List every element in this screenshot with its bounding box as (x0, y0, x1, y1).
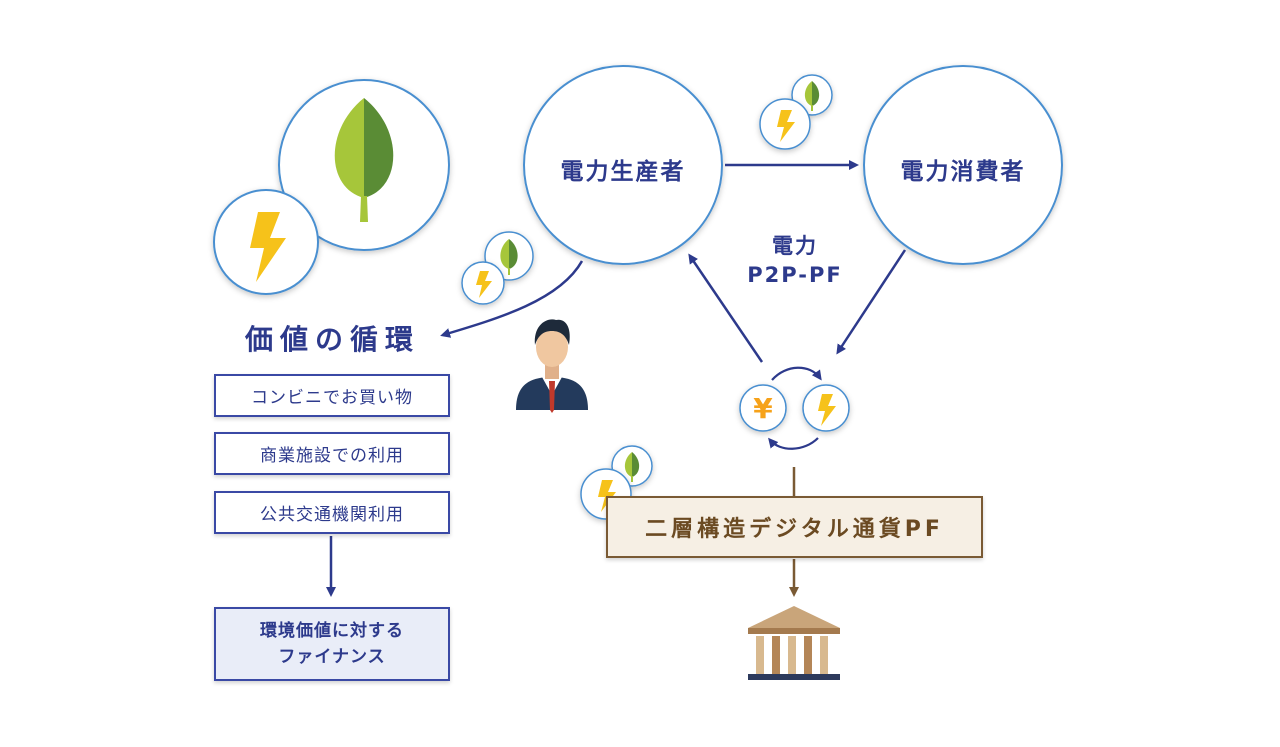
arrow-producer-to-value-cycle (440, 260, 584, 338)
exchange-cycle: ¥ (739, 366, 850, 450)
lightning-icon (818, 394, 836, 426)
yen-coin (739, 384, 787, 432)
small-bolt-badge-mid (461, 261, 505, 305)
platform-line2: P2P-PF (747, 263, 843, 287)
cycle-arrow-top (771, 366, 822, 381)
currency-pf-box: 二層構造デジタル通貨PF (606, 496, 983, 558)
leaf-icon (334, 98, 394, 222)
use-item-commercial: 商業施設での利用 (214, 432, 450, 475)
arrow-exchange-to-producer (688, 253, 764, 363)
lightning-icon (250, 212, 286, 282)
platform-label: 電力 P2P-PF (725, 232, 865, 290)
yen-icon: ¥ (753, 392, 773, 425)
finance-line2: ファイナンス (278, 647, 386, 667)
businessman-icon (516, 319, 588, 413)
value-cycle-title: 価値の循環 (244, 323, 420, 356)
platform-line1: 電力 (772, 234, 818, 258)
consumer-label: 電力消費者 (900, 159, 1026, 185)
use-item-convenience: コンビニでお買い物 (214, 374, 450, 417)
use-item-transport: 公共交通機関利用 (214, 491, 450, 534)
cycle-arrow-bottom (768, 437, 819, 450)
bank-building-icon (748, 606, 840, 680)
big-leaf-badge (278, 79, 450, 251)
finance-line1: 環境価値に対する (260, 621, 404, 641)
consumer-circle (863, 65, 1063, 265)
producer-label: 電力生産者 (560, 159, 686, 185)
producer-circle (523, 65, 723, 265)
big-bolt-badge (213, 189, 319, 295)
small-bolt-badge-top (759, 98, 811, 150)
arrow-consumer-to-exchange (836, 249, 907, 355)
finance-box: 環境価値に対する ファイナンス (214, 607, 450, 681)
